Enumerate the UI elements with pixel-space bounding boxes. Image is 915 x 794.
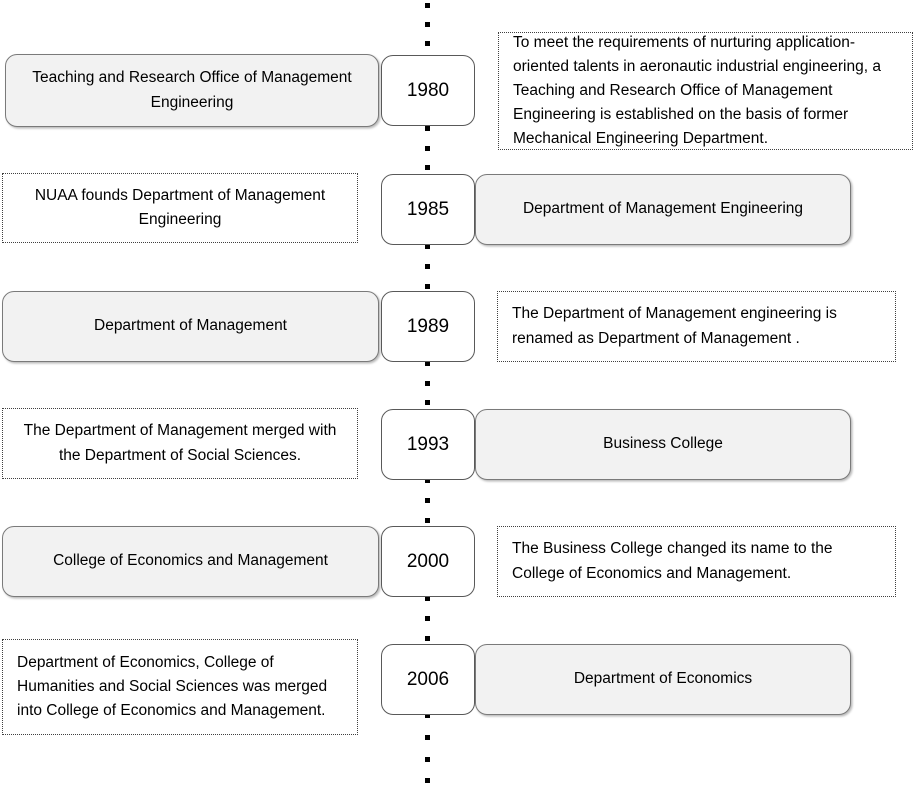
timeline-spine-dot (425, 400, 430, 405)
timeline-right-note-2000: The Business College changed its name to… (497, 526, 896, 597)
timeline-spine-dot (425, 3, 430, 8)
timeline-spine-dot (425, 596, 430, 601)
timeline-right-card-2006-text: Department of Economics (573, 670, 753, 688)
timeline-spine-dot (425, 757, 430, 762)
timeline-left-note-1985-text: NUAA founds Department of Management Eng… (34, 186, 326, 228)
timeline-spine-dot (425, 284, 430, 289)
timeline-spine-dot (425, 616, 430, 621)
timeline-spine-dot (425, 22, 430, 27)
timeline-spine-dot (425, 636, 430, 641)
timeline-year-2000: 2000 (381, 526, 475, 597)
timeline-year-1993-label: 1993 (406, 433, 450, 455)
timeline-spine-dot (425, 713, 430, 718)
timeline-right-card-1993-text: Business College (603, 435, 723, 453)
timeline-left-note-2006-text: Department of Economics, College of Huma… (17, 653, 328, 719)
timeline-left-note-1993: The Department of Management merged with… (2, 408, 358, 479)
timeline-year-2000-label: 2000 (406, 550, 450, 572)
timeline-spine-dot (425, 126, 430, 131)
timeline-left-card-1989-text: Department of Management (94, 317, 287, 335)
timeline-year-2006-label: 2006 (406, 668, 450, 690)
timeline-left-card-1989: Department of Management (2, 291, 379, 362)
timeline-year-2006: 2006 (381, 644, 475, 715)
timeline-year-1985-label: 1985 (406, 198, 450, 220)
timeline-right-note-1980-text: To meet the requirements of nurturing ap… (513, 33, 881, 148)
timeline-spine-dot (425, 478, 430, 483)
timeline-right-card-1993: Business College (475, 409, 851, 480)
timeline-spine-dot (425, 244, 430, 249)
timeline-left-card-2000: College of Economics and Management (2, 526, 379, 597)
timeline-year-1993: 1993 (381, 409, 475, 480)
timeline-spine-dot (425, 165, 430, 170)
timeline-year-1989-label: 1989 (406, 315, 450, 337)
timeline-spine-dot (425, 498, 430, 503)
timeline-right-card-1985-text: Department of Management Engineering (522, 200, 804, 218)
timeline-left-note-1985: NUAA founds Department of Management Eng… (2, 173, 358, 243)
timeline-right-card-1985: Department of Management Engineering (475, 174, 851, 245)
timeline-left-card-1980-text: Teaching and Research Office of Manageme… (32, 69, 352, 111)
timeline-left-card-2000-text: College of Economics and Management (53, 552, 328, 570)
timeline-year-1989: 1989 (381, 291, 475, 362)
timeline-right-card-2006: Department of Economics (475, 644, 851, 715)
timeline-spine-dot (425, 146, 430, 151)
timeline-right-note-1980: To meet the requirements of nurturing ap… (498, 32, 913, 150)
timeline-year-1985: 1985 (381, 174, 475, 245)
timeline-left-card-1980: Teaching and Research Office of Manageme… (5, 54, 379, 127)
timeline-left-note-1993-text: The Department of Management merged with… (23, 422, 337, 464)
timeline-spine-dot (425, 361, 430, 366)
timeline-spine-dot (425, 41, 430, 46)
timeline-right-note-1989-text: The Department of Management engineering… (512, 305, 837, 347)
timeline-spine-dot (425, 381, 430, 386)
timeline-right-note-1989: The Department of Management engineering… (497, 291, 896, 362)
timeline-year-1980: 1980 (381, 55, 475, 126)
timeline-right-note-2000-text: The Business College changed its name to… (512, 540, 833, 582)
timeline-spine-dot (425, 264, 430, 269)
timeline-left-note-2006: Department of Economics, College of Huma… (2, 639, 358, 735)
timeline-spine-dot (425, 778, 430, 783)
timeline-spine-dot (425, 518, 430, 523)
timeline-spine-dot (425, 735, 430, 740)
timeline-year-1980-label: 1980 (406, 79, 450, 101)
